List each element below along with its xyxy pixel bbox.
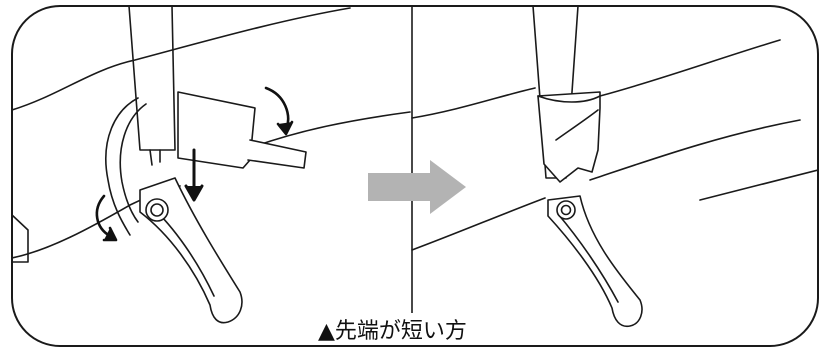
strap-inner [557, 213, 619, 303]
hook [119, 103, 147, 223]
down-arrow-icon [184, 148, 204, 202]
fabric-line [411, 87, 536, 119]
pole-tip [149, 149, 161, 166]
grommet [145, 198, 169, 222]
panel-before [12, 6, 411, 324]
buckle-plate [177, 91, 256, 169]
grommet [556, 200, 576, 220]
buckle-tab [247, 139, 307, 169]
panel-after [411, 6, 818, 328]
tag-edge [12, 214, 29, 263]
fabric-line [589, 119, 801, 181]
fabric-line [411, 197, 546, 251]
fabric-line [12, 7, 351, 111]
strap [547, 195, 643, 328]
curved-arrow-icon [95, 194, 118, 242]
wrap-clip-fold [537, 95, 601, 141]
grommet-inner [560, 204, 572, 216]
curved-arrow-icon [264, 86, 294, 136]
fabric-line [599, 39, 781, 97]
wrap-clip [537, 91, 601, 183]
fabric-line [249, 111, 411, 149]
pole [128, 6, 176, 151]
right-arrow-icon [368, 160, 466, 214]
grommet-inner [150, 203, 164, 217]
hook [105, 97, 139, 236]
fabric-line [699, 169, 818, 201]
figure-caption: ▲先端が短い方 [314, 313, 471, 345]
